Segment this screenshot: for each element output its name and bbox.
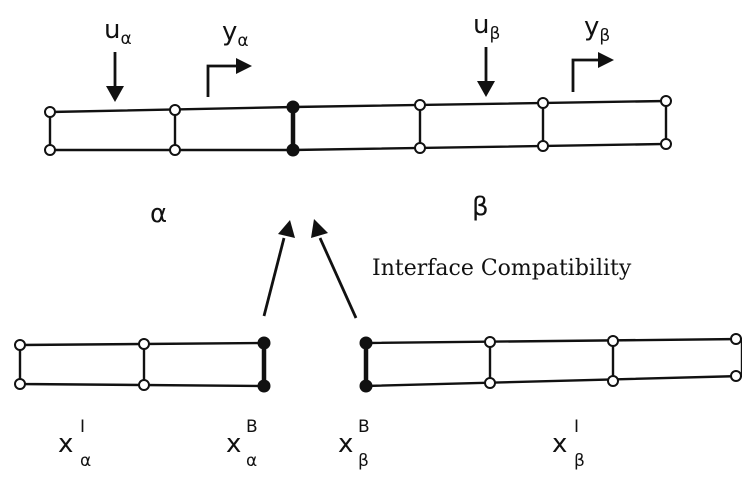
label-y-beta: yβ (584, 12, 610, 46)
svg-text:I: I (574, 417, 579, 437)
svg-text:I: I (80, 417, 85, 437)
compatibility-arrow-right (311, 219, 358, 319)
boundary-node (257, 336, 271, 350)
label-x-alpha-B: x B α (226, 417, 258, 471)
node (169, 144, 181, 156)
input-arrow-beta (477, 47, 495, 97)
label-x-beta-I: x I β (552, 417, 585, 471)
node (537, 140, 549, 152)
boundary-node (359, 379, 373, 393)
node (138, 379, 150, 391)
node (607, 335, 619, 347)
label-x-beta-B: x B β (338, 417, 370, 471)
substructure-beta (359, 333, 742, 393)
node (414, 99, 426, 111)
interface-node (286, 143, 300, 157)
node (660, 138, 672, 150)
node (730, 370, 742, 382)
label-u-beta: uβ (473, 10, 500, 44)
substructure-label-alpha: α (150, 199, 167, 229)
svg-text:x: x (552, 429, 567, 459)
svg-text:β: β (358, 451, 369, 471)
node (14, 378, 26, 390)
node (537, 97, 549, 109)
svg-text:x: x (338, 429, 353, 459)
svg-text:B: B (246, 417, 258, 437)
svg-text:B: B (358, 417, 370, 437)
svg-text:α: α (80, 451, 91, 471)
svg-text:x: x (226, 429, 241, 459)
boundary-node (359, 336, 373, 350)
node (607, 375, 619, 387)
label-x-alpha-I: x I α (58, 417, 91, 471)
boundary-node (257, 379, 271, 393)
svg-text:α: α (246, 451, 257, 471)
input-arrow-alpha (106, 52, 124, 102)
node (169, 104, 181, 116)
node (138, 338, 150, 350)
substructure-alpha (14, 336, 271, 393)
node (44, 106, 56, 118)
label-y-alpha: yα (222, 17, 249, 51)
node (414, 142, 426, 154)
output-marker-beta (571, 52, 614, 92)
compatibility-arrow-left (262, 220, 295, 317)
assembled-structure (44, 95, 672, 157)
node (484, 336, 496, 348)
svg-text:β: β (574, 451, 585, 471)
output-marker-alpha (206, 58, 252, 97)
label-u-alpha: uα (104, 15, 132, 49)
interface-node (286, 100, 300, 114)
caption-interface-compatibility: Interface Compatibility (372, 256, 632, 281)
node (44, 144, 56, 156)
node (660, 95, 672, 107)
beta-elements-outline (291, 99, 668, 152)
node (14, 339, 26, 351)
substructure-label-beta: β (472, 192, 489, 222)
node (730, 333, 742, 345)
svg-text:x: x (58, 429, 73, 459)
node (484, 377, 496, 389)
